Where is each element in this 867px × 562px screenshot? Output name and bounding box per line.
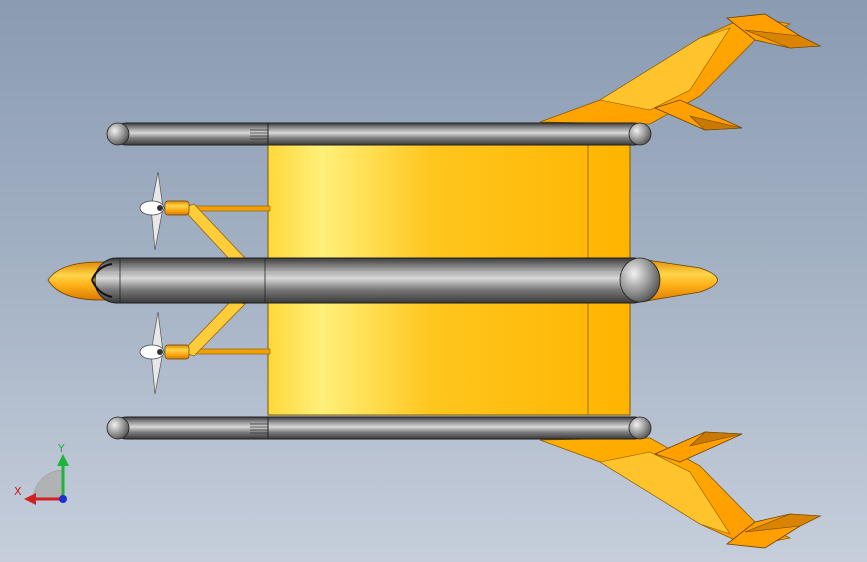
triad-plane-icon <box>32 469 64 501</box>
lower-propeller[interactable] <box>139 311 190 395</box>
y-axis-label: Y <box>58 442 65 455</box>
upper-propeller[interactable] <box>139 171 190 251</box>
lower-boom[interactable] <box>106 416 652 440</box>
upper-boom[interactable] <box>106 122 652 146</box>
upper-swept-wing[interactable] <box>539 13 822 131</box>
x-axis-label: X <box>14 485 22 498</box>
prop-struts <box>181 203 271 357</box>
fuselage[interactable] <box>47 257 718 304</box>
z-axis-dot-icon <box>59 495 67 503</box>
lower-swept-wing[interactable] <box>539 431 822 549</box>
